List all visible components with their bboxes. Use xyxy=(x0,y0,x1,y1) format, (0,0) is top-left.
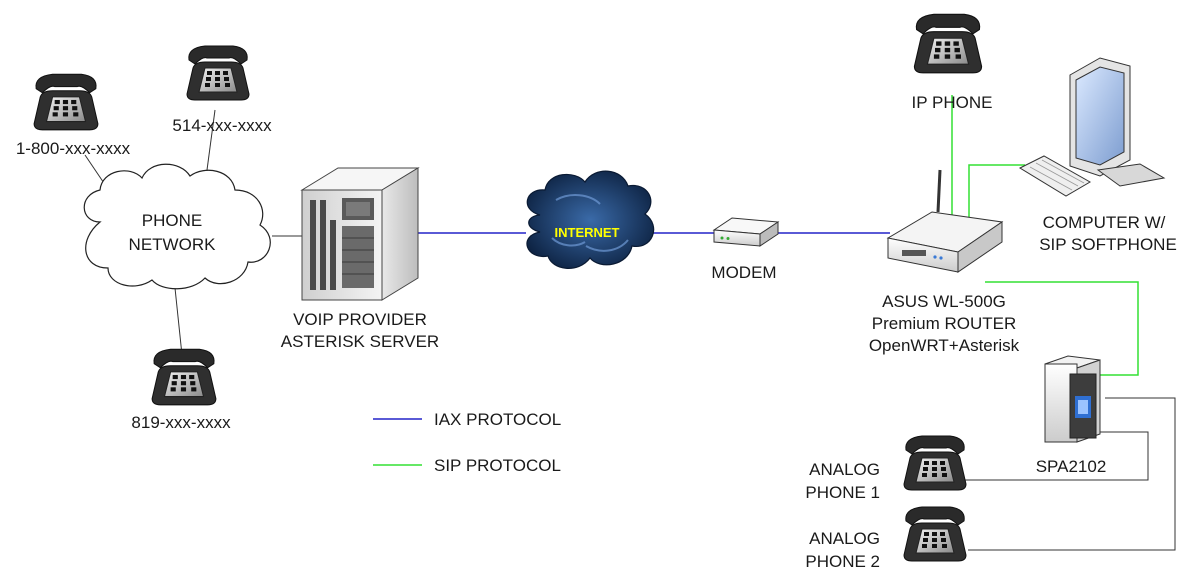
router-label-line1: ASUS WL-500G xyxy=(882,292,1006,311)
phone-514-label: 514-xxx-xxxx xyxy=(172,116,272,135)
connections xyxy=(84,95,1176,551)
cloud-label-line2: NETWORK xyxy=(129,235,217,254)
internet-label: INTERNET xyxy=(555,225,620,240)
spa2102: SPA2102 xyxy=(1036,355,1107,476)
analog-phone-2: ANALOG PHONE 2 xyxy=(805,506,967,570)
modem-icon xyxy=(712,217,780,247)
internet-cloud-icon xyxy=(526,170,655,269)
phone-tollfree: 1-800-xxx-xxxx xyxy=(16,73,131,158)
modem: MODEM xyxy=(711,217,780,282)
cloud-label-line1: PHONE xyxy=(142,211,202,230)
phone-network-cloud: PHONE NETWORK xyxy=(83,163,271,290)
sip-router-spa xyxy=(985,281,1139,376)
telephone-icon xyxy=(903,506,967,562)
computer-label-line2: SIP SOFTPHONE xyxy=(1039,235,1177,254)
link-cloud-819 xyxy=(174,287,183,356)
server-label-line2: ASTERISK SERVER xyxy=(281,332,439,351)
computer-icon xyxy=(1018,57,1166,197)
computer-label-line1: COMPUTER W/ xyxy=(1043,213,1166,232)
ip-phone: IP PHONE xyxy=(912,13,993,112)
phone-819: 819-xxx-xxxx xyxy=(131,348,231,432)
internet-cloud: INTERNET xyxy=(526,170,655,269)
ip-phone-label: IP PHONE xyxy=(912,93,993,112)
telephone-icon xyxy=(186,45,250,101)
spa2102-label: SPA2102 xyxy=(1036,457,1107,476)
telephone-icon xyxy=(33,73,99,131)
telephone-icon xyxy=(903,435,967,491)
telephone-icon xyxy=(151,348,217,406)
cloud-icon xyxy=(83,163,271,290)
link-spa-analog2 xyxy=(968,397,1176,551)
voip-server: VOIP PROVIDER ASTERISK SERVER xyxy=(281,167,439,351)
telephone-icon xyxy=(913,13,983,74)
router-icon xyxy=(886,169,1004,273)
server-icon xyxy=(300,167,420,301)
analog-phone-2-line2: PHONE 2 xyxy=(805,552,880,570)
legend: IAX PROTOCOL SIP PROTOCOL xyxy=(373,410,561,475)
phone-819-label: 819-xxx-xxxx xyxy=(131,413,231,432)
server-label-line1: VOIP PROVIDER xyxy=(293,310,427,329)
phone-514: 514-xxx-xxxx xyxy=(172,45,272,135)
sip-router-computer xyxy=(968,164,1025,224)
router: ASUS WL-500G Premium ROUTER OpenWRT+Aste… xyxy=(869,169,1020,355)
computer: COMPUTER W/ SIP SOFTPHONE xyxy=(1018,57,1177,254)
analog-phone-1-line1: ANALOG xyxy=(809,460,880,479)
analog-phone-1-line2: PHONE 1 xyxy=(805,483,880,502)
analog-phone-1: ANALOG PHONE 1 xyxy=(805,435,967,502)
phone-tollfree-label: 1-800-xxx-xxxx xyxy=(16,139,131,158)
link-spa-analog1 xyxy=(965,431,1149,481)
legend-label-iax: IAX PROTOCOL xyxy=(434,410,561,429)
router-label-line2: Premium ROUTER xyxy=(872,314,1017,333)
legend-label-sip: SIP PROTOCOL xyxy=(434,456,561,475)
spa2102-icon xyxy=(1044,355,1101,443)
analog-phone-2-line1: ANALOG xyxy=(809,529,880,548)
modem-label: MODEM xyxy=(711,263,776,282)
router-label-line3: OpenWRT+Asterisk xyxy=(869,336,1020,355)
